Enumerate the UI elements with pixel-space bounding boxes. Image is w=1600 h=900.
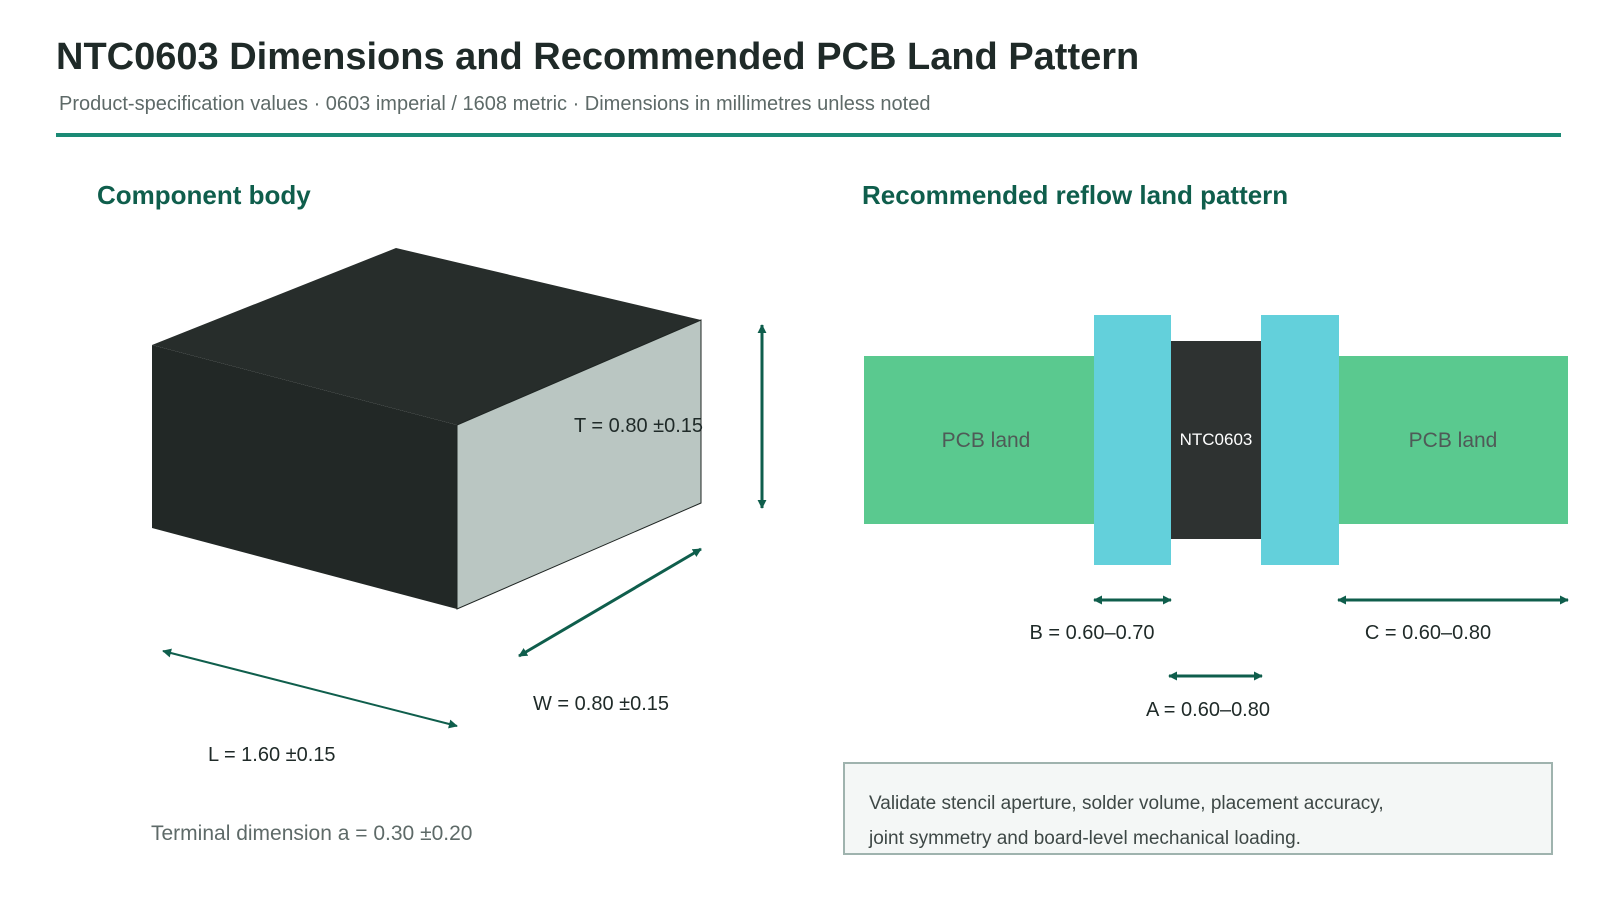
dim-a-label: A = 0.60–0.80: [1146, 699, 1270, 721]
page-subtitle: Product-specification values · 0603 impe…: [59, 93, 931, 115]
pcb-land-right-label: PCB land: [1409, 429, 1498, 452]
pcb-land-left-label: PCB land: [942, 429, 1031, 452]
validation-note-box: Validate stencil aperture, solder volume…: [843, 762, 1553, 855]
land-pattern-heading: Recommended reflow land pattern: [862, 180, 1289, 210]
pcb-land-left: [864, 356, 1094, 524]
pcb-land-right: [1338, 356, 1568, 524]
note-line-1: Validate stencil aperture, solder volume…: [869, 793, 1384, 814]
length-label: L = 1.60 ±0.15: [208, 744, 336, 766]
terminal-right: [1261, 315, 1339, 565]
component-body-heading: Component body: [97, 180, 311, 210]
terminal-dimension-note: Terminal dimension a = 0.30 ±0.20: [151, 822, 473, 845]
land-pattern-graphic: [864, 315, 1568, 565]
dim-c-label: C = 0.60–0.80: [1365, 622, 1491, 644]
component-body-box: [152, 248, 702, 610]
width-label: W = 0.80 ±0.15: [533, 693, 669, 715]
thickness-label: T = 0.80 ±0.15: [574, 415, 703, 437]
terminal-left: [1094, 315, 1171, 565]
dim-b-label: B = 0.60–0.70: [1029, 622, 1154, 644]
chip-body: [1169, 341, 1262, 539]
length-dimension-arrow: [162, 648, 458, 729]
header-divider: [56, 133, 1561, 137]
width-dimension-arrow: [518, 547, 702, 658]
box-front-face: [152, 345, 457, 609]
page-title: NTC0603 Dimensions and Recommended PCB L…: [56, 36, 1140, 78]
chip-label: NTC0603: [1180, 430, 1253, 449]
box-top-face: [152, 248, 701, 425]
note-line-2: joint symmetry and board-level mechanica…: [869, 828, 1301, 849]
box-side-face: [456, 319, 702, 610]
